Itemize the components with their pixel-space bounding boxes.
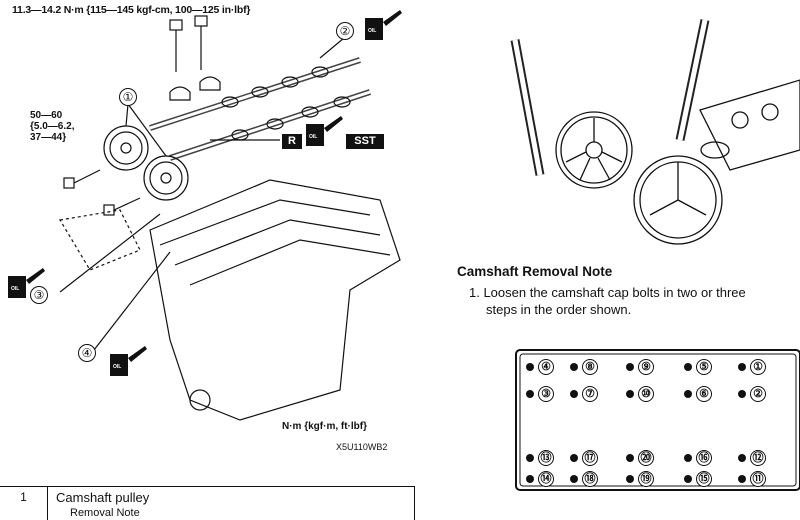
bolt-seq-label: ⑲ [638, 471, 654, 487]
bolt-seq-label: ⑪ [750, 471, 766, 487]
bolt-seq-label: ③ [538, 386, 554, 402]
replace-badge: R [282, 134, 302, 149]
svg-text:OIL: OIL [113, 364, 121, 370]
bolt-seq-label: ⑳ [638, 450, 654, 466]
parts-table-sub-note: Removal Note [70, 507, 140, 519]
removal-note-line-1: 1. Loosen the camshaft cap bolts in two … [469, 285, 746, 300]
bolt-head [169, 19, 183, 31]
bolt-seq-label: ⑫ [750, 450, 766, 466]
parts-table-number: 1 [0, 487, 48, 520]
callout-4: ④ [78, 344, 96, 362]
bolt-seq-label: ② [750, 386, 766, 402]
figure-code: X5U110WB2 [336, 442, 388, 452]
bolt-seq-label: ⑮ [696, 471, 712, 487]
svg-text:OIL: OIL [11, 286, 19, 292]
torque-spec-side: 50—60 {5.0—6.2, 37—44} [30, 110, 75, 143]
removal-note-title: Camshaft Removal Note [457, 264, 613, 279]
removal-note-line-2: steps in the order shown. [486, 302, 632, 317]
bolt-seq-label: ① [750, 359, 766, 375]
parts-table-name: Camshaft pulley [56, 490, 150, 505]
bolt-seq-label: ⑭ [538, 471, 554, 487]
oil-icon-label: OIL [368, 28, 376, 34]
callout-1: ① [119, 88, 137, 106]
torque-spec-top: 11.3—14.2 N·m {115—145 kgf-cm, 100—125 i… [12, 4, 251, 16]
bolt-seq-label: ⑧ [582, 359, 598, 375]
bolt-seq-label: ⑩ [638, 386, 654, 402]
callout-2: ② [336, 22, 354, 40]
parts-table: 1 Camshaft pulley Removal Note [0, 486, 415, 520]
bolt-seq-label: ⑨ [638, 359, 654, 375]
bolt-seq-label: ⑦ [582, 386, 598, 402]
svg-text:OIL: OIL [309, 134, 317, 140]
bolt-seq-label: ⑱ [582, 471, 598, 487]
bolt-seq-label: ⑯ [696, 450, 712, 466]
sst-badge: SST [346, 134, 384, 149]
bolt-seq-label: ⑥ [696, 386, 712, 402]
bolt-seq-label: ⑬ [538, 450, 554, 466]
torque-units-label: N·m {kgf·m, ft·lbf} [282, 421, 367, 432]
bolt-seq-label: ④ [538, 359, 554, 375]
bolt-seq-label: ⑰ [582, 450, 598, 466]
bolt-seq-label: ⑤ [696, 359, 712, 375]
callout-3: ③ [30, 286, 48, 304]
